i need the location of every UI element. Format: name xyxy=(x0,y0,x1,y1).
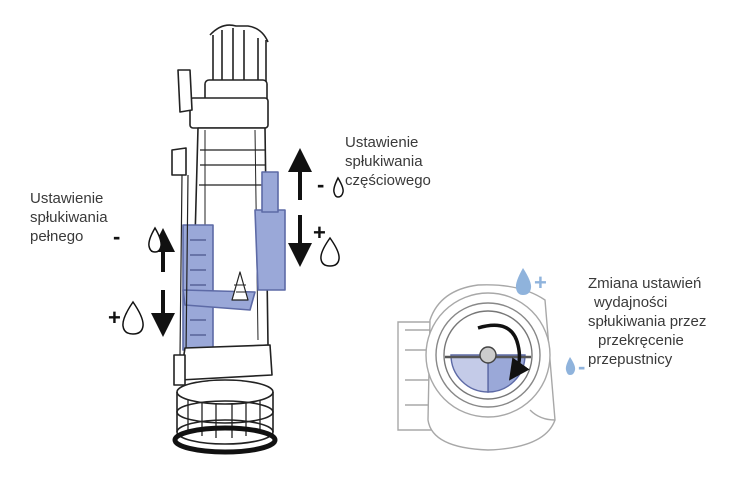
flush-valve xyxy=(171,24,286,455)
water-drop-icon xyxy=(333,176,344,198)
water-drop-icon xyxy=(320,236,340,267)
full-flush-label: Ustawienie spłukiwania pełnego xyxy=(30,190,108,245)
plus-sign-full: + xyxy=(108,305,121,330)
plus-sign-throttle: + xyxy=(534,270,547,295)
water-drop-icon xyxy=(515,268,532,295)
minus-sign-partial: - xyxy=(317,172,325,197)
throttle-label: Zmiana ustawień wydajności spłukiwania p… xyxy=(588,275,707,368)
rotation-arrow-icon xyxy=(477,323,530,381)
partial-flush-label: Ustawienie spłukiwania częściowego xyxy=(345,134,431,189)
minus-sign-throttle: - xyxy=(578,354,586,379)
throttle-view xyxy=(397,284,556,451)
minus-sign-full: - xyxy=(113,224,121,249)
water-drop-icon xyxy=(122,300,144,335)
water-drop-icon xyxy=(148,226,162,253)
water-drop-icon xyxy=(565,357,576,375)
plus-sign-partial: + xyxy=(313,220,326,245)
